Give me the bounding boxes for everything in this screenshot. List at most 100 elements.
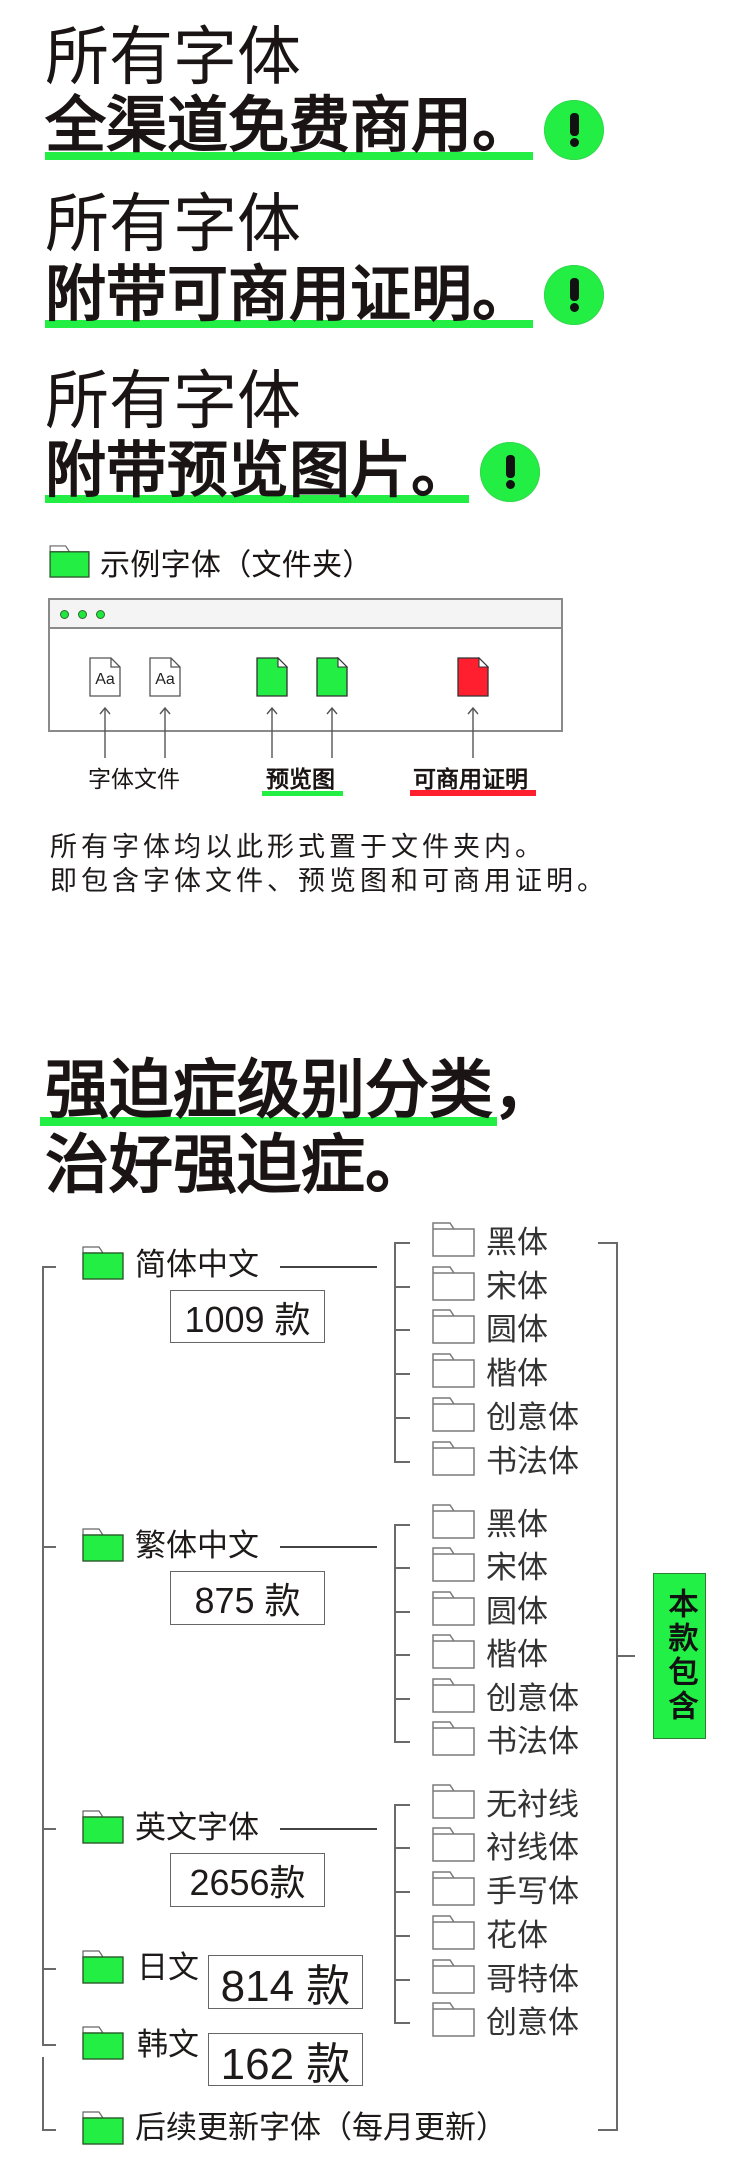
exclamation-icon <box>544 100 604 160</box>
folder-outline-icon <box>432 1353 475 1388</box>
green-underline <box>40 1117 497 1126</box>
window-dot-icon <box>78 610 87 619</box>
folder-outline-icon <box>432 1827 475 1862</box>
headline-bold-text: 附带预览图片。 <box>45 436 473 504</box>
green-underline <box>45 495 469 503</box>
subfolder-label: 楷体 <box>486 1637 548 1672</box>
connector-line <box>280 1546 377 1548</box>
folder-outline-icon <box>432 1915 475 1950</box>
subfolder-label: 楷体 <box>486 1356 548 1391</box>
subfolder-label: 创意体 <box>486 1681 579 1716</box>
font-files-label: 字体文件 <box>88 766 180 792</box>
group-label: 繁体中文 <box>135 1528 259 1563</box>
tree-branch-line <box>42 1828 56 1830</box>
folder-green-icon <box>82 1528 124 1562</box>
font-file-glyph: Aa <box>95 671 115 688</box>
green-underline <box>45 320 533 328</box>
subfolder-label: 无衬线 <box>486 1787 579 1822</box>
included-bracket-tick <box>598 2129 618 2131</box>
group-label: 英文字体 <box>135 1810 259 1845</box>
folder-green-icon <box>82 2026 124 2060</box>
bracket-line <box>394 1243 396 1463</box>
bracket-tick <box>394 2022 410 2024</box>
bracket-tick <box>394 1286 410 1288</box>
tree-branch-line <box>42 1266 56 1268</box>
bracket-tick <box>394 1329 410 1331</box>
folder-outline-icon <box>432 1309 475 1344</box>
bracket-tick <box>394 1461 410 1463</box>
tree-branch-line <box>42 1968 56 1970</box>
group-label: 日文 <box>137 1950 199 1985</box>
folder-outline-icon <box>432 1959 475 1994</box>
window-dot-icon <box>96 610 105 619</box>
subfolder-label: 书法体 <box>486 1444 579 1479</box>
headline-light-text: 所有字体 <box>45 21 301 93</box>
included-bracket-tick <box>616 1655 635 1657</box>
font-file-icon: Aa <box>149 657 181 697</box>
bracket-tick <box>394 1524 410 1526</box>
folder-outline-icon <box>432 1784 475 1819</box>
folder-green-icon <box>82 1246 124 1280</box>
green-underline <box>45 152 533 160</box>
tree-branch-line <box>42 2129 56 2131</box>
subfolder-label: 创意体 <box>486 1400 579 1435</box>
arrow-up-icon <box>326 706 338 758</box>
bracket-tick <box>394 1979 410 1981</box>
bracket-tick <box>394 1698 410 1700</box>
group-label: 简体中文 <box>135 1247 259 1282</box>
arrow-up-icon <box>159 706 171 758</box>
arrow-up-icon <box>467 706 479 758</box>
arrow-up-icon <box>266 706 278 758</box>
subfolder-label: 书法体 <box>486 1724 579 1759</box>
subfolder-label: 宋体 <box>486 1269 548 1304</box>
folder-outline-icon <box>432 1634 475 1669</box>
included-bracket-line <box>616 1243 618 2131</box>
headline-light-text: 所有字体 <box>45 188 301 260</box>
folder-outline-icon <box>432 1591 475 1626</box>
tree-trunk-line <box>42 2057 44 2131</box>
previews-label: 预览图 <box>266 766 335 792</box>
group-label: 后续更新字体（每月更新） <box>135 2110 507 2145</box>
subfolder-label: 圆体 <box>486 1312 548 1347</box>
preview-image-file-icon <box>316 657 348 697</box>
green-underline <box>262 791 343 796</box>
count-badge: 2656款 <box>170 1853 325 1907</box>
bracket-line <box>394 1525 396 1743</box>
bracket-tick <box>394 1654 410 1656</box>
headline-bold-text: 全渠道免费商用。 <box>45 91 534 159</box>
classification-title-line-1: 强迫症级别分类， <box>45 1054 557 1126</box>
folder-outline-icon <box>432 2002 475 2037</box>
arrow-up-icon <box>99 706 111 758</box>
included-badge: 本款包含 <box>653 1573 706 1739</box>
folder-outline-icon <box>432 1397 475 1432</box>
folder-outline-icon <box>432 1871 475 1906</box>
window-dot-icon <box>60 610 69 619</box>
bracket-tick <box>394 1242 410 1244</box>
tree-branch-line <box>42 2044 56 2046</box>
classification-title-line-2: 治好强迫症。 <box>45 1129 429 1201</box>
headline-light-text: 所有字体 <box>45 365 301 437</box>
headline-bold-text: 附带可商用证明。 <box>45 260 534 328</box>
exclamation-icon <box>480 442 540 502</box>
count-badge: 1009 款 <box>170 1290 325 1343</box>
included-badge-text: 本款包含 <box>663 1588 697 1724</box>
license-file-icon <box>457 657 489 697</box>
subfolder-label: 圆体 <box>486 1594 548 1629</box>
bracket-tick <box>394 1567 410 1569</box>
exclamation-icon <box>544 265 604 325</box>
font-file-icon: Aa <box>89 657 121 697</box>
bracket-tick <box>394 1611 410 1613</box>
folder-green-icon <box>48 545 91 578</box>
folder-outline-icon <box>432 1504 475 1539</box>
description-line-2: 即包含字体文件、预览图和可商用证明。 <box>50 866 608 896</box>
bracket-tick <box>394 1935 410 1937</box>
bracket-tick <box>394 1891 410 1893</box>
font-file-glyph: Aa <box>155 671 175 688</box>
folder-outline-icon <box>432 1678 475 1713</box>
license-label: 可商用证明 <box>413 766 528 792</box>
window-titlebar <box>50 600 561 629</box>
tree-branch-line <box>42 1546 56 1548</box>
bracket-tick <box>394 1373 410 1375</box>
subfolder-label: 黑体 <box>486 1507 548 1542</box>
bracket-tick <box>394 1741 410 1743</box>
